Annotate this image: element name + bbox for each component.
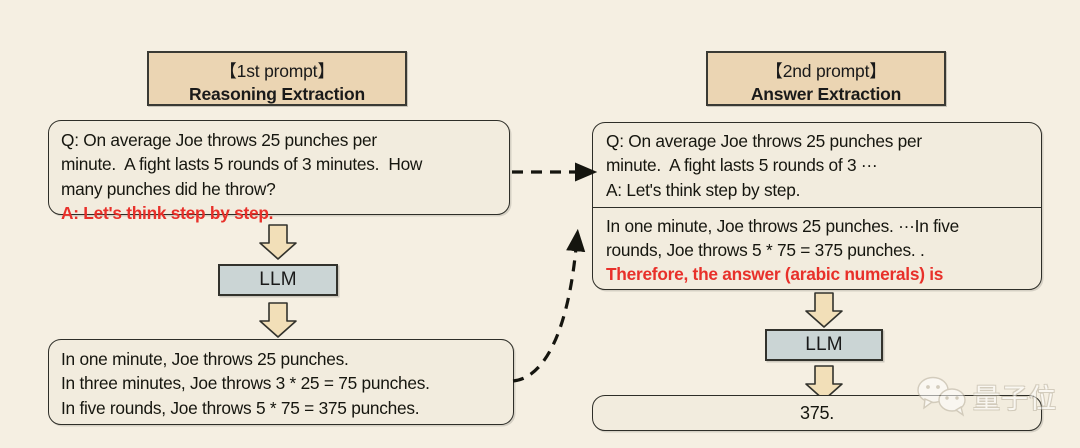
wechat-icon bbox=[917, 376, 966, 417]
prompt-header-first-line2: Reasoning Extraction bbox=[189, 83, 365, 104]
prompt-recap-text: Q: On average Joe throws 25 punches per … bbox=[606, 131, 922, 200]
down-block-arrow-from-llm-left bbox=[259, 302, 297, 338]
llm-box-left: LLM bbox=[218, 264, 338, 296]
final-answer-box: 375. bbox=[592, 395, 1042, 431]
question-text: Q: On average Joe throws 25 punches per … bbox=[61, 130, 423, 199]
llm-label-left: LLM bbox=[259, 269, 297, 290]
prompt-header-second: 【2nd prompt】 Answer Extraction bbox=[706, 51, 946, 106]
final-answer-text: 375. bbox=[799, 402, 835, 423]
question-red-instruction: A: Let's think step by step. bbox=[61, 202, 274, 223]
down-block-arrow-to-llm-left bbox=[259, 224, 297, 260]
watermark: 量子位 bbox=[915, 375, 1075, 421]
prompt-header-second-line2: Answer Extraction bbox=[750, 83, 902, 104]
prompt-header-second-line1: 【2nd prompt】 bbox=[765, 61, 887, 81]
prompt-box-second-segment-top: Q: On average Joe throws 25 punches per … bbox=[593, 123, 1041, 202]
prompt-box-second-segment-bottom: In one minute, Joe throws 25 punches. ··… bbox=[593, 208, 1041, 287]
question-box-first-prompt: Q: On average Joe throws 25 punches per … bbox=[48, 120, 510, 223]
prompt-header-first: 【1st prompt】 Reasoning Extraction bbox=[147, 51, 407, 106]
down-block-arrow-from-llm-right bbox=[805, 365, 843, 401]
prompt-box-divider bbox=[593, 206, 1041, 208]
prompt-box-second: Q: On average Joe throws 25 punches per … bbox=[592, 122, 1042, 290]
down-block-arrow-to-llm-right bbox=[805, 292, 843, 328]
watermark-text: 量子位 bbox=[973, 384, 1057, 415]
answer-extraction-red-instruction: Therefore, the answer (arabic numerals) … bbox=[606, 264, 944, 285]
reasoning-recap-text: In one minute, Joe throws 25 punches. ··… bbox=[606, 215, 960, 261]
reasoning-output-box: In one minute, Joe throws 25 punches. In… bbox=[48, 339, 514, 425]
llm-box-right: LLM bbox=[765, 329, 883, 361]
llm-label-right: LLM bbox=[805, 334, 843, 355]
reasoning-output-text: In one minute, Joe throws 25 punches. In… bbox=[61, 349, 430, 418]
prompt-header-first-line1: 【1st prompt】 bbox=[219, 61, 335, 81]
dashed-arrow-reasoning-to-second-prompt bbox=[512, 228, 586, 383]
